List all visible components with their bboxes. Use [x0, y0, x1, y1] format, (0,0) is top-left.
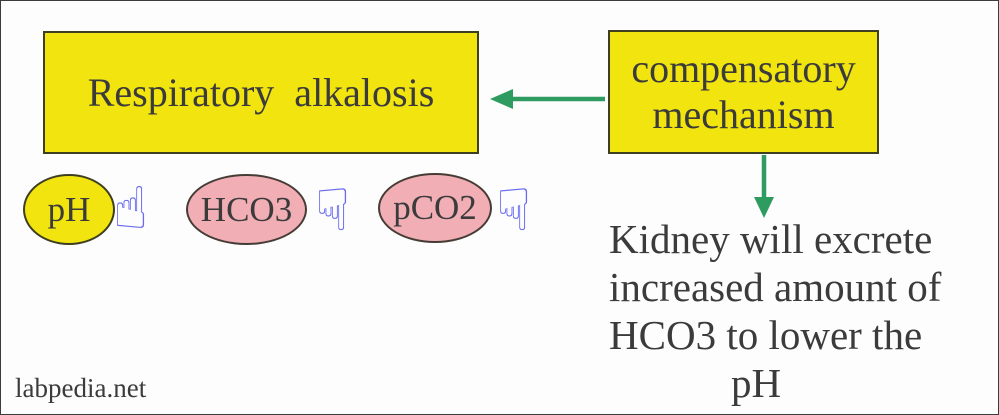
hco3-ellipse: HCO3	[186, 174, 307, 245]
ph-label: pH	[47, 189, 91, 229]
watermark-labpedia: labpedia.net	[15, 373, 147, 403]
pco2-label: pCO2	[393, 188, 477, 227]
kidney-note-line2: increased amount of	[609, 264, 942, 310]
kidney-note-text: Kidney will excrete increased amount of …	[609, 215, 998, 407]
hand-down-icon-pco2: ☟	[496, 176, 532, 244]
respiratory-alkalosis-box: Respiratory alkalosis	[43, 31, 479, 154]
hand-up-icon: ☝	[113, 174, 149, 242]
pco2-ellipse: pCO2	[378, 173, 492, 243]
hco3-label: HCO3	[200, 189, 293, 229]
compensatory-label-line1: compensatory	[631, 46, 856, 91]
kidney-note-line3: HCO3 to lower the	[609, 312, 923, 358]
arrow-compensatory-to-note	[754, 155, 774, 218]
hand-down-icon-hco3: ☟	[315, 176, 351, 244]
arrow-compensatory-to-respiratory	[490, 89, 605, 109]
compensatory-label-line2: mechanism	[652, 92, 835, 137]
ph-ellipse: pH	[23, 174, 115, 245]
kidney-note-line1: Kidney will excrete	[609, 216, 933, 262]
kidney-note-line4: pH	[731, 360, 782, 406]
respiratory-alkalosis-label: Respiratory alkalosis	[87, 70, 435, 115]
left-arrow-head	[490, 89, 513, 109]
compensatory-mechanism-box: compensatory mechanism	[608, 30, 879, 154]
